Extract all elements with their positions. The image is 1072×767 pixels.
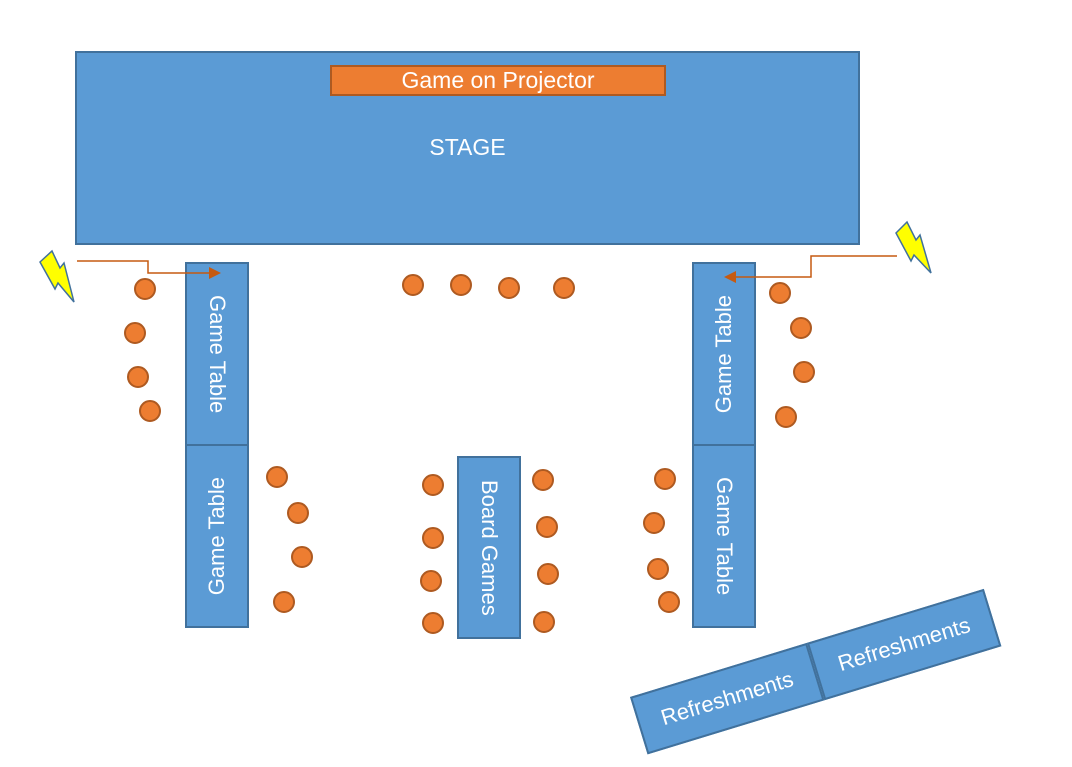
power-cable-right (724, 255, 897, 283)
chair (643, 512, 665, 534)
projector-screen: Game on Projector (330, 65, 666, 96)
chair (537, 563, 559, 585)
chair (291, 546, 313, 568)
chair (402, 274, 424, 296)
chair (533, 611, 555, 633)
chair (769, 282, 791, 304)
game-table-left-bottom: Game Table (185, 444, 249, 628)
chair (287, 502, 309, 524)
game-table-left-top: Game Table (185, 262, 249, 446)
chair (553, 277, 575, 299)
game-table-right-bottom: Game Table (692, 444, 756, 628)
chair (450, 274, 472, 296)
chair (536, 516, 558, 538)
chair (422, 527, 444, 549)
chair (532, 469, 554, 491)
chair (658, 591, 680, 613)
lightning-bolt-icon (895, 220, 932, 274)
chair (647, 558, 669, 580)
chair (266, 466, 288, 488)
chair (139, 400, 161, 422)
chair (498, 277, 520, 299)
table-label: Game Table (712, 476, 737, 596)
chair (775, 406, 797, 428)
chair (124, 322, 146, 344)
board-games-table: Board Games (457, 456, 521, 639)
chair (793, 361, 815, 383)
stage-label: STAGE (429, 134, 506, 160)
table-label: Board Games (477, 479, 502, 616)
projector-label: Game on Projector (401, 67, 595, 93)
chair (273, 591, 295, 613)
chair (422, 612, 444, 634)
power-cable-left (77, 260, 221, 279)
chair (654, 468, 676, 490)
chair (420, 570, 442, 592)
chair (790, 317, 812, 339)
chair (127, 366, 149, 388)
lightning-bolt-icon (39, 249, 75, 303)
chair (422, 474, 444, 496)
chair (134, 278, 156, 300)
table-label: Game Table (205, 294, 230, 414)
